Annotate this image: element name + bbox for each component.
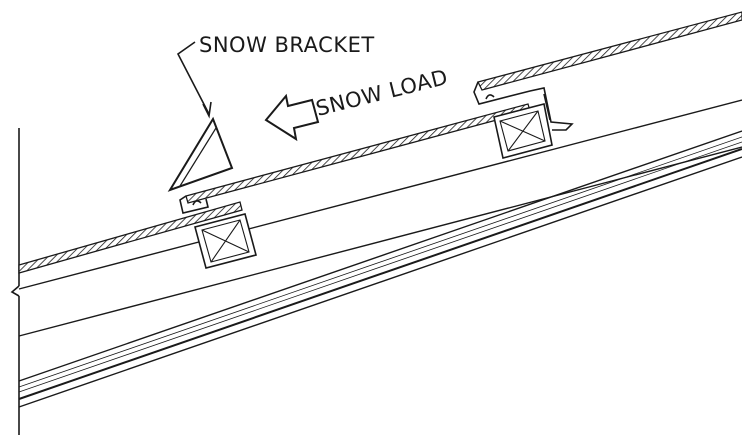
upper-roof-panel (477, 11, 742, 91)
upper-purlin (493, 103, 553, 159)
upper-seam-clip (473, 81, 574, 131)
roof-deck (18, 99, 742, 337)
lower-purlin (194, 213, 257, 269)
wall-edge (10, 128, 20, 435)
snow-bracket-label: SNOW BRACKET (199, 33, 375, 57)
snow-load-arrow-icon (264, 93, 320, 142)
lower-roof-panel (18, 201, 243, 274)
snow-load-label: SNOW LOAD (313, 65, 450, 121)
middle-roof-panel (185, 103, 531, 204)
lower-seam-clip (179, 195, 209, 214)
snow-bracket-leader (176, 41, 212, 119)
snow-bracket (167, 116, 234, 192)
rafter-layers (18, 130, 742, 408)
